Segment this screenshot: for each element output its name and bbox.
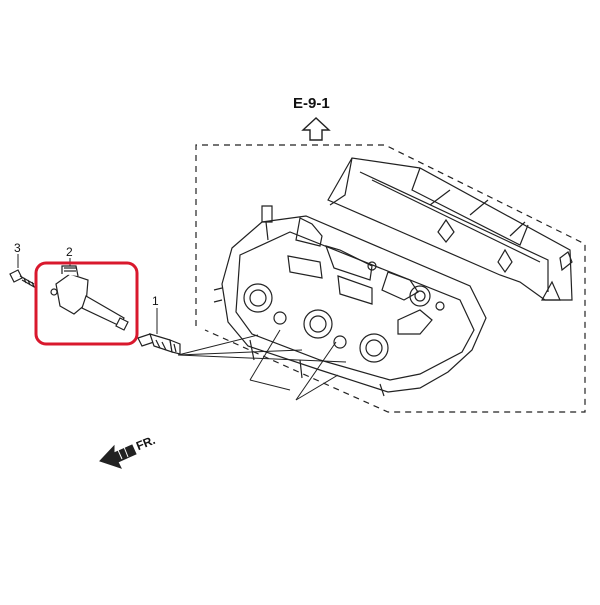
callout-part-3: 3 bbox=[14, 241, 21, 255]
assembly-boundary bbox=[195, 144, 586, 413]
highlight-box bbox=[34, 261, 139, 346]
rocker-cover-upper bbox=[327, 157, 573, 301]
ignition-coil bbox=[50, 265, 129, 331]
callout-part-2: 2 bbox=[66, 245, 73, 259]
reference-arrow-icon bbox=[301, 117, 331, 141]
callout-part-1: 1 bbox=[152, 294, 159, 308]
spark-plug bbox=[137, 333, 181, 355]
reference-code-label: E-9-1 bbox=[293, 95, 330, 112]
bolt bbox=[9, 269, 37, 289]
front-arrow-icon bbox=[99, 444, 137, 469]
valve-cover-lower bbox=[213, 205, 487, 397]
leader-lines bbox=[177, 329, 347, 401]
